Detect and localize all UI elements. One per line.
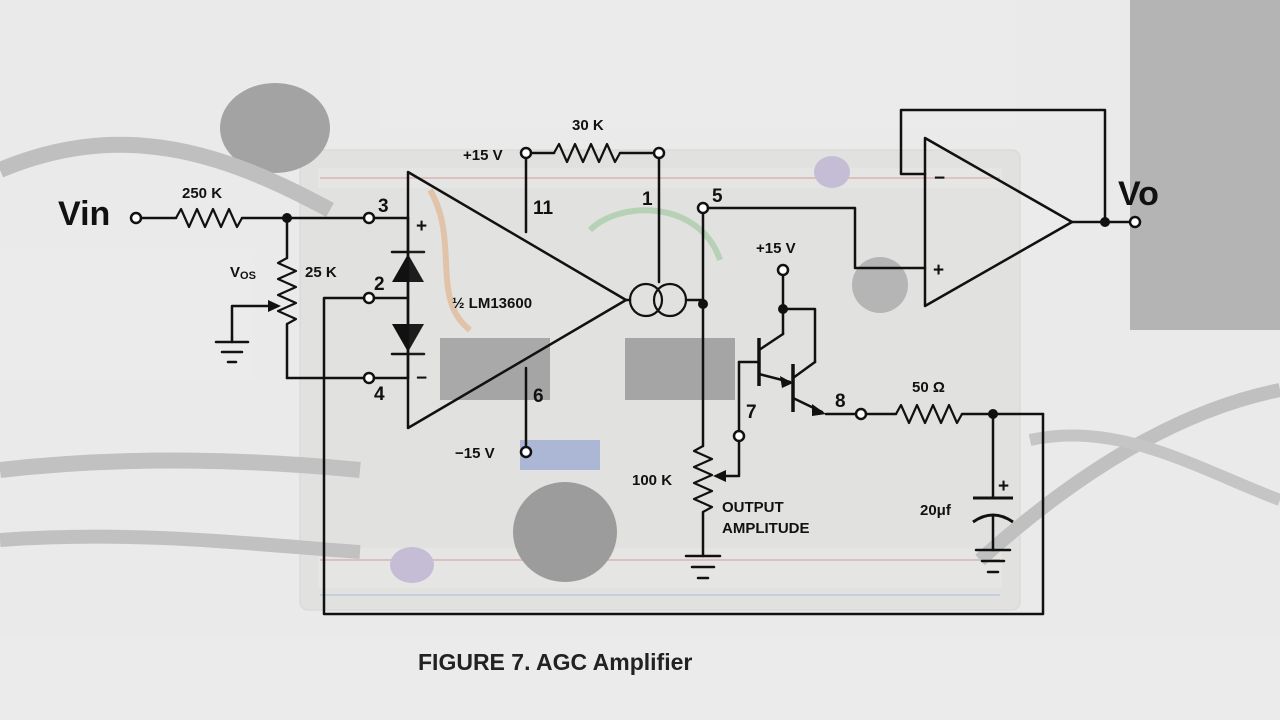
pin8-label: 8 <box>835 391 846 412</box>
agc-feedback-wire <box>322 296 1045 616</box>
pot-100k-label: 100 K <box>632 472 672 489</box>
supply-pos-terminal-2 <box>776 263 790 277</box>
pin3-terminal <box>362 211 376 225</box>
figure-caption: FIGURE 7. AGC Amplifier <box>418 649 692 675</box>
pin5-terminal <box>696 201 710 215</box>
pin3-label: 3 <box>378 196 389 217</box>
supply-neg-terminal <box>519 445 533 459</box>
resistor-30k <box>553 142 621 164</box>
junction-vo <box>1100 217 1110 227</box>
buffer-plus-sign: + <box>933 260 944 281</box>
ota-minus-sign: − <box>416 368 427 389</box>
pin2-terminal <box>362 291 376 305</box>
pin8-terminal <box>854 407 868 421</box>
potentiometer-25k <box>276 257 298 325</box>
pin4-label: 4 <box>374 384 385 405</box>
resistor-250k-label: 250 K <box>182 185 222 202</box>
resistor-250k <box>175 207 243 229</box>
resistor-30k-label: 30 K <box>572 117 604 134</box>
pin2-label: 2 <box>374 274 385 295</box>
capacitor-label: 20μf <box>920 502 952 519</box>
resistor-50-ohm <box>895 403 963 425</box>
pin5-label: 5 <box>712 186 723 207</box>
resistor-50-ohm-label: 50 Ω <box>912 379 945 396</box>
vin-terminal <box>129 211 143 225</box>
chip-label: ½ LM13600 <box>452 295 532 312</box>
vo-terminal <box>1128 215 1142 229</box>
ota-plus-sign: + <box>416 216 427 237</box>
wiper-arrow-icon <box>268 300 281 312</box>
pin6-label: 6 <box>533 386 544 407</box>
ground-icon-cap <box>974 548 1012 574</box>
potentiometer-100k <box>692 445 714 513</box>
darlington-transistor-pair <box>737 307 858 416</box>
ground-icon-vos <box>214 336 250 364</box>
buffer-opamp <box>923 136 1074 308</box>
ground-icon-pot <box>684 554 722 580</box>
pin1-label: 1 <box>642 189 653 210</box>
ota-amplifier <box>406 170 628 430</box>
pin1-top-terminal <box>652 146 666 160</box>
vo-label: Vo <box>1118 175 1159 213</box>
vos-label: VOS <box>230 264 256 282</box>
pin4-terminal <box>362 371 376 385</box>
current-source-icon <box>624 282 705 318</box>
pin11-label: 11 <box>533 198 554 219</box>
pin7-label: 7 <box>746 402 757 423</box>
output-amplitude-label-2: AMPLITUDE <box>722 520 810 537</box>
vin-label: Vin <box>58 195 110 233</box>
pot-wiper-arrow-icon <box>713 470 726 482</box>
supply-pos-terminal <box>519 146 533 160</box>
supply-pos-label-2: +15 V <box>756 240 796 257</box>
pin7-terminal <box>732 429 746 443</box>
output-amplitude-label-1: OUTPUT <box>722 499 784 516</box>
cap-plus-sign: + <box>998 476 1009 497</box>
buffer-minus-sign: − <box>934 168 945 189</box>
resistor-25k-label: 25 K <box>305 264 337 281</box>
supply-neg-label: −15 V <box>455 445 495 462</box>
supply-pos-label-1: +15 V <box>463 147 503 164</box>
